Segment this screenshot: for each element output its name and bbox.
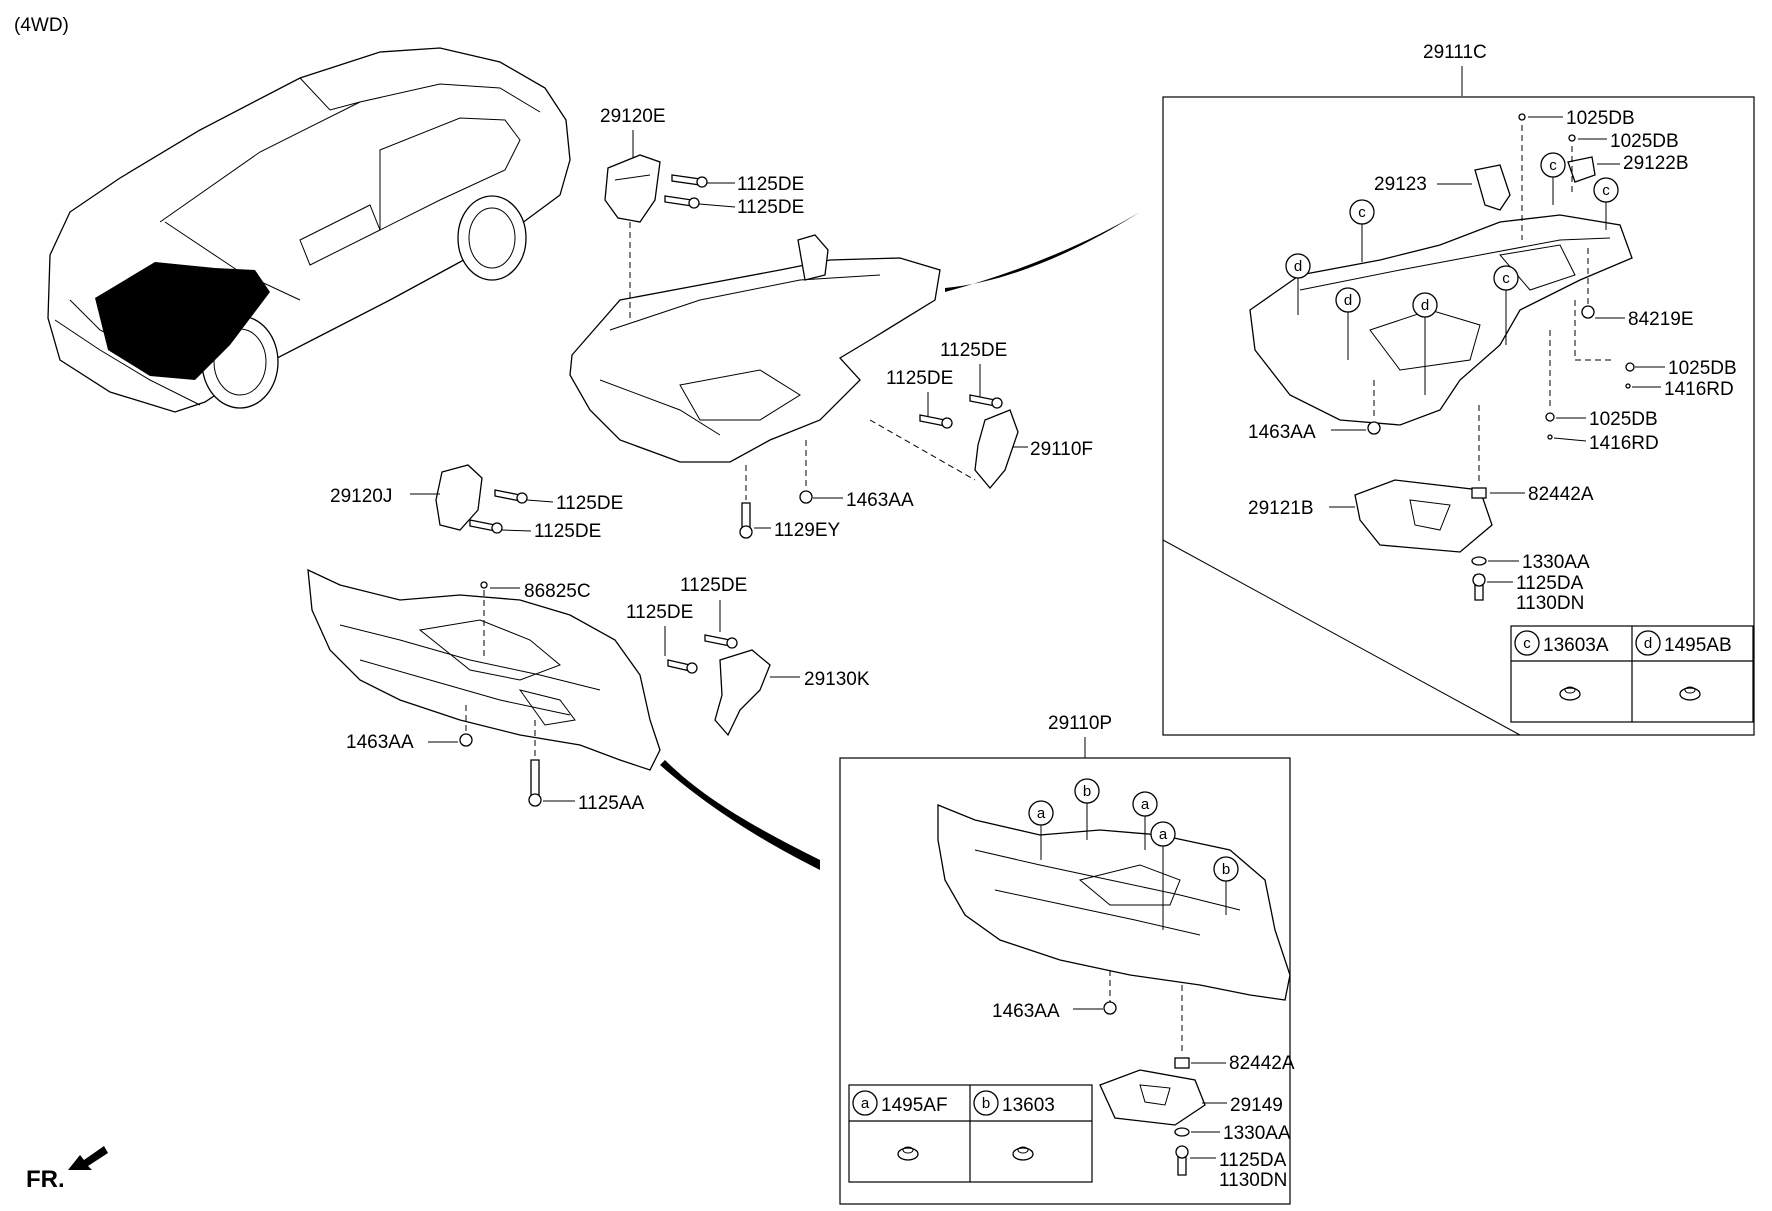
legend-a-part: 1495AF: [881, 1095, 948, 1116]
callout-1125DE: 1125DE: [737, 197, 804, 218]
marker-c: c: [1493, 265, 1519, 291]
svg-text:c: c: [1602, 182, 1610, 199]
callout-29130K: 29130K: [804, 669, 870, 690]
callout-29121B: 29121B: [1248, 498, 1314, 519]
callout-1463AA: 1463AA: [992, 1001, 1060, 1022]
legend-d-part: 1495AB: [1664, 635, 1732, 656]
connector-swoosh-top: [945, 212, 1140, 292]
callout-1025DB: 1025DB: [1610, 131, 1679, 152]
front-arrow-icon: [68, 1146, 108, 1170]
callout-1125DE: 1125DE: [680, 575, 747, 596]
callout-1463AA: 1463AA: [346, 732, 414, 753]
svg-text:a: a: [861, 1095, 870, 1112]
svg-text:b: b: [1083, 783, 1091, 800]
svg-text:a: a: [1141, 796, 1150, 813]
connector-swoosh-bottom: [660, 760, 820, 870]
svg-text:d: d: [1644, 635, 1652, 652]
marker-c: c: [1540, 152, 1566, 178]
fr-label: FR.: [26, 1166, 65, 1193]
callout-1463AA: 1463AA: [846, 490, 914, 511]
callout-1330AA: 1330AA: [1522, 552, 1590, 573]
front-under-cover-detail: [937, 804, 1291, 1176]
svg-text:a: a: [1037, 805, 1046, 822]
marker-d: d: [1285, 253, 1311, 279]
bracket-29120J-assembly: [435, 464, 528, 534]
variant-label: (4WD): [14, 15, 69, 36]
detail-box-29111C: [1162, 96, 1755, 736]
callout-29122B: 29122B: [1623, 153, 1689, 174]
callout-29120E: 29120E: [600, 106, 666, 127]
svg-text:c: c: [1523, 635, 1531, 652]
detail-box-edge: [1162, 539, 1521, 736]
svg-text:b: b: [1222, 861, 1230, 878]
front-direction-indicator: FR.: [26, 1146, 108, 1193]
callout-29110P: 29110P: [1048, 713, 1112, 734]
marker-d: d: [1412, 292, 1438, 318]
legend-table-ab: a 1495AF b 13603: [848, 1084, 1093, 1183]
marker-a: a: [1028, 800, 1054, 826]
callout-1125DE: 1125DE: [737, 174, 804, 195]
marker-b: b: [1074, 778, 1100, 804]
callout-1463AA: 1463AA: [1248, 422, 1316, 443]
svg-text:d: d: [1294, 258, 1302, 275]
callout-1125DE: 1125DE: [626, 602, 693, 623]
detail-box-29110P: [839, 757, 1291, 1205]
callout-1125DE: 1125DE: [534, 521, 601, 542]
callout-1025DB: 1025DB: [1589, 409, 1658, 430]
legend-c-part: 13603A: [1543, 635, 1609, 656]
svg-text:d: d: [1344, 292, 1352, 309]
callout-1416RD: 1416RD: [1589, 433, 1659, 454]
marker-c: c: [1349, 199, 1375, 225]
callout-1416RD: 1416RD: [1664, 379, 1734, 400]
callout-1130DN: 1130DN: [1516, 593, 1584, 614]
svg-text:b: b: [982, 1095, 990, 1112]
callout-86825C: 86825C: [524, 581, 591, 602]
callout-29149: 29149: [1230, 1095, 1283, 1116]
svg-text:d: d: [1421, 297, 1429, 314]
marker-c: c: [1593, 177, 1619, 203]
callout-29111C: 29111C: [1423, 42, 1487, 63]
legend-b-part: 13603: [1002, 1095, 1055, 1116]
svg-text:c: c: [1549, 157, 1557, 174]
marker-b: b: [1213, 856, 1239, 882]
callout-1125DA: 1125DA: [1219, 1150, 1287, 1171]
callout-1125DE: 1125DE: [940, 340, 1007, 361]
rear-under-cover-assembly: [569, 154, 1019, 539]
legend-table-cd: c 13603A d 1495AB: [1510, 625, 1754, 723]
callout-1125DA: 1125DA: [1516, 573, 1584, 594]
callout-1330AA: 1330AA: [1223, 1123, 1291, 1144]
callout-1125DE: 1125DE: [886, 368, 953, 389]
callout-1125DE: 1125DE: [556, 493, 623, 514]
callout-29120J: 29120J: [330, 486, 392, 507]
marker-d: d: [1335, 287, 1361, 313]
vehicle-illustration: [47, 47, 571, 413]
svg-text:c: c: [1502, 270, 1510, 287]
callout-29110F: 29110F: [1030, 439, 1093, 460]
front-under-cover-assembly: [307, 568, 771, 807]
callout-1025DB: 1025DB: [1668, 358, 1737, 379]
marker-a: a: [1132, 791, 1158, 817]
callout-1130DN: 1130DN: [1219, 1170, 1287, 1191]
callout-82442A: 82442A: [1229, 1053, 1295, 1074]
callout-1025DB: 1025DB: [1566, 108, 1635, 129]
callout-1125AA: 1125AA: [578, 793, 645, 814]
callout-84219E: 84219E: [1628, 309, 1694, 330]
rear-under-cover-detail: [1249, 113, 1635, 601]
callout-1129EY: 1129EY: [774, 520, 841, 541]
svg-text:c: c: [1358, 204, 1366, 221]
marker-a: a: [1150, 821, 1176, 847]
callout-29123: 29123: [1374, 174, 1427, 195]
svg-text:a: a: [1159, 826, 1168, 843]
callout-82442A: 82442A: [1528, 484, 1594, 505]
